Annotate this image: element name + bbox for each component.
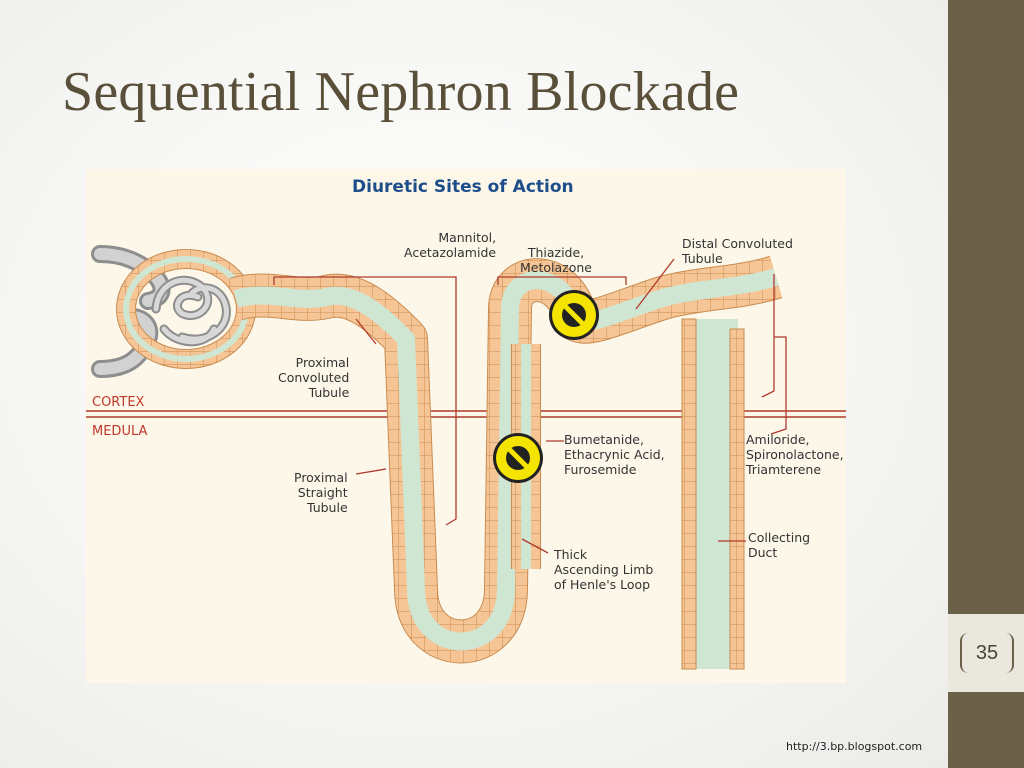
page-number: 35: [960, 633, 1014, 673]
collecting-duct-wall-left: [681, 318, 697, 670]
diagram-title: Diuretic Sites of Action: [352, 177, 574, 197]
thiazide-label: Thiazide,Metolazone: [520, 245, 592, 275]
tubule-lumen: [233, 268, 779, 651]
image-credit: http://3.bp.blogspot.com: [786, 740, 923, 753]
loop-diuretic-block-icon: [493, 433, 543, 483]
thiazide-block-icon: [549, 290, 599, 340]
potassium-sparing-label: Amiloride,Spironolactone,Triamterene: [746, 432, 844, 477]
loop-diuretics-label: Bumetanide,Ethacrynic Acid,Furosemide: [564, 432, 665, 477]
cortex-label: CORTEX: [92, 395, 145, 410]
nephron-diagram: Diuretic Sites of Action CORTEX MEDULA M…: [86, 169, 846, 683]
slide-title: Sequential Nephron Blockade: [62, 61, 740, 123]
medulla-label: MEDULA: [92, 424, 148, 439]
glomerular-loops-inner: [153, 277, 229, 345]
collecting-duct-wall-right: [729, 328, 745, 670]
nephron-illustration: [86, 245, 846, 670]
mannitol-label: Mannitol,Acetazolamide: [404, 230, 497, 260]
leader-lines: [273, 258, 787, 554]
